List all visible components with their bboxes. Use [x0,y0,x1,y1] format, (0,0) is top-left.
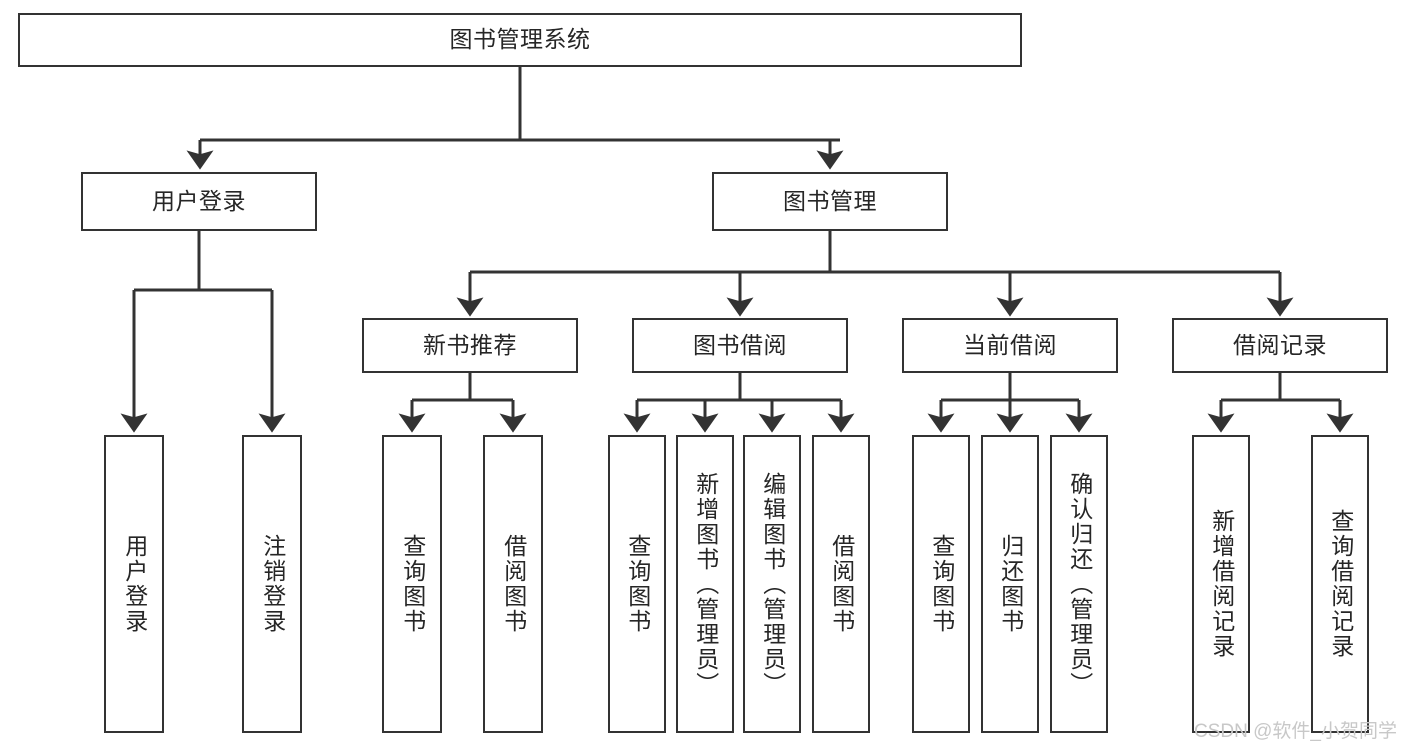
leaf-current-query-book[interactable]: 查询图书 [912,435,970,733]
leaf-borrow-edit-book[interactable]: 编辑图书（管理员） [743,435,801,733]
leaf-record-query-label: 查询借阅记录 [1327,509,1354,659]
leaf-recommend-query-book-label: 查询图书 [399,534,426,634]
leaf-borrow-query-book[interactable]: 查询图书 [608,435,666,733]
leaf-record-add[interactable]: 新增借阅记录 [1192,435,1250,733]
node-current-borrow[interactable]: 当前借阅 [902,318,1118,373]
node-user-login-label: 用户登录 [152,187,246,214]
leaf-recommend-borrow-book-label: 借阅图书 [500,534,527,634]
leaf-current-return-book[interactable]: 归还图书 [981,435,1039,733]
leaf-logout[interactable]: 注销登录 [242,435,302,733]
leaf-logout-label: 注销登录 [259,534,286,634]
node-borrow-record-label: 借阅记录 [1233,331,1327,358]
leaf-record-add-label: 新增借阅记录 [1208,509,1235,659]
leaf-borrow-borrow-book-label: 借阅图书 [828,534,855,634]
node-book-manage-label: 图书管理 [783,187,877,214]
node-book-borrow[interactable]: 图书借阅 [632,318,848,373]
node-root[interactable]: 图书管理系统 [18,13,1022,67]
leaf-current-query-book-label: 查询图书 [928,534,955,634]
leaf-borrow-query-book-label: 查询图书 [624,534,651,634]
csdn-watermark: CSDN @软件_小贺同学 [1194,721,1397,742]
node-book-manage[interactable]: 图书管理 [712,172,948,231]
node-new-book-recommend-label: 新书推荐 [423,331,517,358]
leaf-user-login-label: 用户登录 [121,534,148,634]
node-new-book-recommend[interactable]: 新书推荐 [362,318,578,373]
leaf-user-login[interactable]: 用户登录 [104,435,164,733]
leaf-current-confirm-return[interactable]: 确认归还（管理员） [1050,435,1108,733]
node-borrow-record[interactable]: 借阅记录 [1172,318,1388,373]
leaf-current-confirm-return-label: 确认归还（管理员） [1066,471,1093,697]
node-user-login[interactable]: 用户登录 [81,172,317,231]
leaf-recommend-borrow-book[interactable]: 借阅图书 [483,435,543,733]
node-current-borrow-label: 当前借阅 [963,331,1057,358]
leaf-borrow-add-book-label: 新增图书（管理员） [692,471,719,697]
leaf-borrow-add-book[interactable]: 新增图书（管理员） [676,435,734,733]
leaf-recommend-query-book[interactable]: 查询图书 [382,435,442,733]
leaf-record-query[interactable]: 查询借阅记录 [1311,435,1369,733]
leaf-borrow-borrow-book[interactable]: 借阅图书 [812,435,870,733]
leaf-borrow-edit-book-label: 编辑图书（管理员） [759,471,786,697]
node-book-borrow-label: 图书借阅 [693,331,787,358]
leaf-current-return-book-label: 归还图书 [997,534,1024,634]
node-root-label: 图书管理系统 [449,26,591,53]
